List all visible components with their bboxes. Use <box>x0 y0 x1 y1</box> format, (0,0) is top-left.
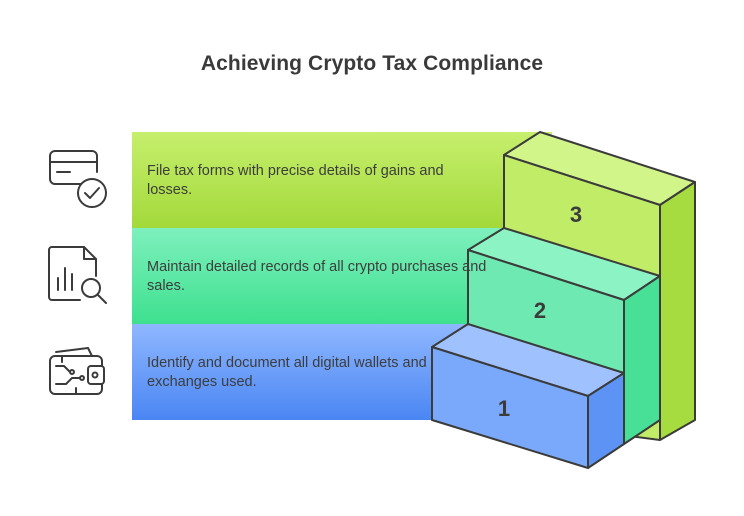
step-3-number: 3 <box>570 202 582 227</box>
wallet-circuit-icon <box>49 347 105 395</box>
step-1-block <box>431 323 625 469</box>
step-1-text: Identify and document all digital wallet… <box>147 355 427 390</box>
document-chart-search-icon <box>48 246 107 304</box>
step-1-number: 1 <box>498 396 510 421</box>
step-2-text: Maintain detailed records of all crypto … <box>147 259 487 294</box>
step-3-text: File tax forms with precise details of g… <box>147 163 444 198</box>
page-title: Achieving Crypto Tax Compliance <box>200 52 544 75</box>
band-step-3 <box>132 132 552 228</box>
step-2-number: 2 <box>534 298 546 323</box>
card-checkmark-icon <box>49 150 107 208</box>
